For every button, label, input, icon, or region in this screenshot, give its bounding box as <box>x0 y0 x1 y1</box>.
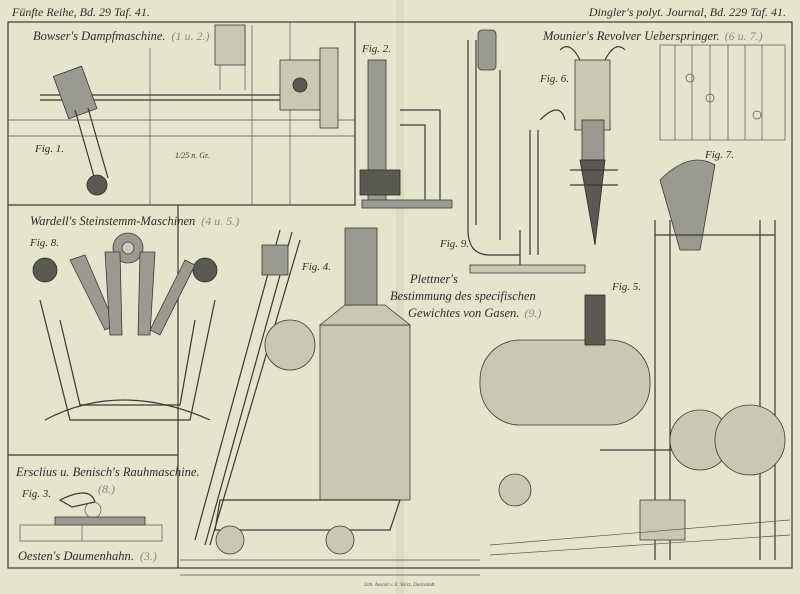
title-wardell-line: Wardell's Steinstemm-Maschinen (4 u. 5.) <box>30 214 239 228</box>
fig7-detail <box>659 44 786 141</box>
label-fig4: Fig. 4. <box>301 261 331 273</box>
ref-erscl: (8.) <box>98 482 115 496</box>
label-fig2: Fig. 2. <box>361 43 391 55</box>
fig4-machine-boiler <box>180 227 480 576</box>
fig6-revolver-jumper <box>559 46 626 246</box>
label-fig7: Fig. 7. <box>704 149 734 161</box>
scale-note: 1/25 n. Gr. <box>175 151 209 160</box>
fig2-detail <box>359 59 453 209</box>
title-plettner-2: Bestimmung des specifischen <box>390 289 536 303</box>
plate-border <box>7 21 793 569</box>
title-plettner-line3: Gewichtes von Gasen. (9.) <box>408 306 541 320</box>
title-mounier-line: Mounier's Revolver Ueberspringer. (6 u. 7… <box>542 29 763 43</box>
title-oesten-line: Oesten's Daumenhahn. (3.) <box>18 549 157 563</box>
fig1-steam-engine <box>8 22 355 205</box>
label-fig5: Fig. 5. <box>611 281 641 293</box>
ref-bowser: (1 u. 2.) <box>172 29 210 43</box>
title-oesten: Oesten's Daumenhahn. <box>18 549 134 563</box>
title-erscl: Ersclius u. Benisch's Rauhmaschine. <box>15 465 200 479</box>
title-plettner-1: Plettner's <box>409 272 458 286</box>
label-fig9: Fig. 9. <box>439 238 469 250</box>
panel-dividers <box>8 22 356 568</box>
fig5-machine-boiler <box>479 159 791 560</box>
page-fold <box>396 0 404 594</box>
ref-wardell: (4 u. 5.) <box>201 214 239 228</box>
ref-plettner: (9.) <box>524 306 541 320</box>
ref-mounier: (6 u. 7.) <box>725 29 763 43</box>
fig8-stone-cutter <box>32 232 218 421</box>
label-fig6: Fig. 6. <box>539 73 569 85</box>
header-left: Fünfte Reihe, Bd. 29 Taf. 41. <box>11 5 150 19</box>
title-bowser: Bowser's Dampfmaschine. <box>33 29 166 43</box>
title-wardell: Wardell's Steinstemm-Maschinen <box>30 214 195 228</box>
ref-oesten: (3.) <box>140 549 157 563</box>
header-right: Dingler's polyt. Journal, Bd. 229 Taf. 4… <box>588 5 786 19</box>
label-fig3: Fig. 3. <box>21 488 51 500</box>
label-fig8: Fig. 8. <box>29 237 59 249</box>
title-bowser-line: Bowser's Dampfmaschine. (1 u. 2.) <box>33 29 210 43</box>
imprint: Lith. Anstalt v. E. Wirtz, Darmstadt. <box>363 583 436 588</box>
title-plettner-3: Gewichtes von Gasen. <box>408 306 519 320</box>
fig3-cock <box>19 492 163 542</box>
title-mounier: Mounier's Revolver Ueberspringer. <box>542 29 720 43</box>
label-fig1: Fig. 1. <box>34 143 64 155</box>
fig9-gas-apparatus <box>467 29 586 274</box>
